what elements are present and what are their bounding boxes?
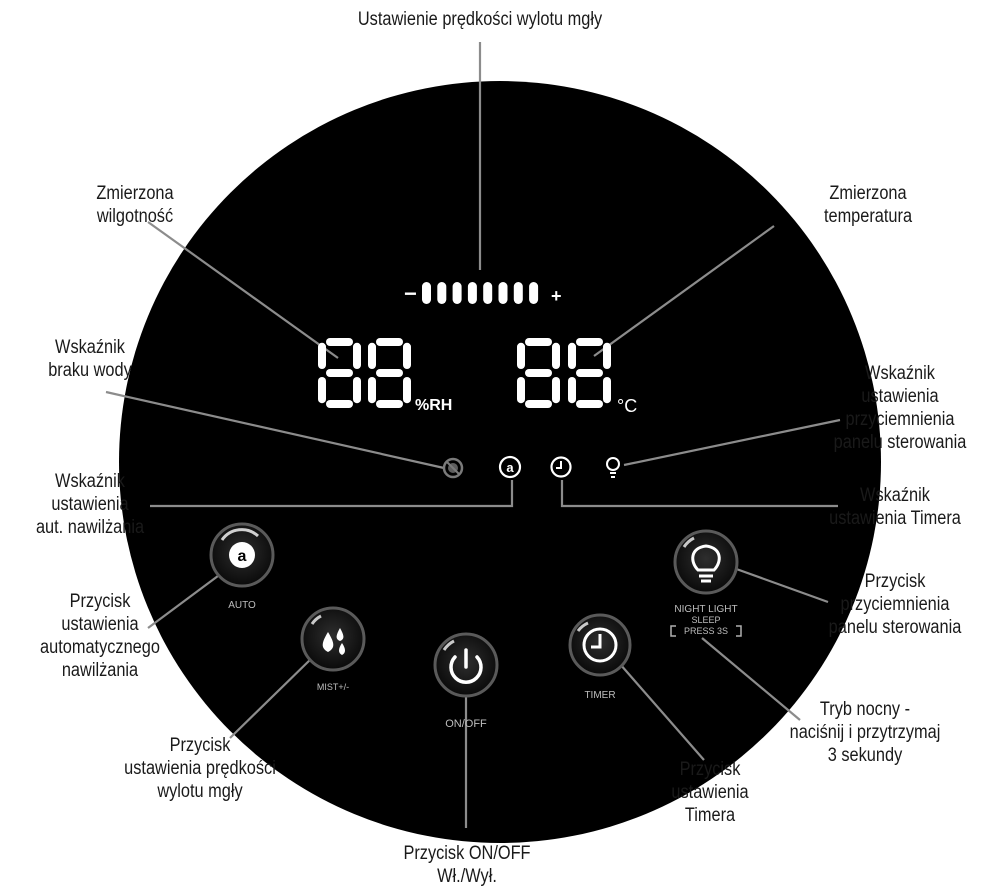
auto-a-icon: a	[238, 548, 247, 565]
timer-indicator-icon	[550, 456, 572, 478]
display-segment	[525, 369, 552, 377]
mist-level-segment	[467, 282, 477, 304]
mist-minus-sign: −	[404, 281, 417, 306]
display-segment	[576, 400, 603, 408]
mist-level-segment	[498, 282, 508, 304]
display-segment	[368, 377, 376, 404]
night-light-caption: NIGHT LIGHT	[674, 604, 738, 615]
display-segment	[552, 377, 560, 404]
display-segment	[576, 369, 603, 377]
mist-level-segment	[452, 282, 462, 304]
auto-button[interactable]: a	[209, 522, 275, 588]
display-segment	[552, 342, 560, 369]
auto-ring-accent-icon	[220, 528, 260, 541]
display-segment	[603, 377, 611, 404]
display-segment	[517, 342, 525, 369]
mist-plus-sign: +	[551, 286, 562, 306]
press-3s-caption: PRESS 3S	[683, 626, 729, 636]
water-drops-icon	[322, 628, 345, 655]
leader-no-water	[105, 390, 445, 470]
temperature-display	[517, 338, 611, 408]
dim-indicator-bulb-icon	[606, 457, 620, 478]
display-segment	[326, 338, 353, 346]
display-segment	[403, 342, 411, 369]
power-button[interactable]	[433, 632, 499, 698]
leader-night-mode	[701, 637, 801, 721]
display-segment	[403, 377, 411, 404]
leader-timer-button	[619, 663, 705, 761]
mist-level-segment	[529, 282, 539, 304]
display-segment	[368, 342, 376, 369]
clock-icon	[582, 627, 618, 663]
display-segment	[326, 369, 353, 377]
mist-button[interactable]	[300, 606, 366, 672]
leader-auto-indicator	[150, 480, 514, 508]
mist-level-segment	[437, 282, 447, 304]
leader-mist-button	[229, 655, 315, 739]
leader-temperature	[593, 225, 775, 357]
display-segment	[318, 377, 326, 404]
display-segment	[353, 342, 361, 369]
mist-level-bar: − +	[404, 281, 562, 306]
humidity-display	[318, 338, 411, 408]
leader-dim-button	[727, 564, 829, 604]
lightbulb-icon	[691, 544, 721, 583]
display-segment	[376, 369, 403, 377]
auto-indicator-icon: a	[498, 455, 522, 479]
display-segment	[525, 338, 552, 346]
display-segment	[517, 377, 525, 404]
display-segment	[525, 400, 552, 408]
auto-letter: a	[506, 460, 514, 475]
display-segment	[568, 377, 576, 404]
no-water-icon	[442, 457, 464, 479]
mist-level-segment	[422, 282, 431, 304]
display-segment	[568, 342, 576, 369]
display-segment	[376, 338, 403, 346]
display-segment	[353, 377, 361, 404]
power-button-caption: ON/OFF	[445, 718, 487, 730]
auto-button-caption: AUTO	[228, 600, 256, 611]
night-light-button[interactable]	[670, 529, 742, 637]
label-mist-speed-setting: Ustawienie prędkości wylotu mgły	[357, 9, 603, 30]
display-segment	[326, 400, 353, 408]
sleep-bracket-icon	[670, 625, 742, 637]
display-segment	[318, 342, 326, 369]
timer-button-caption: TIMER	[584, 690, 616, 701]
display-segment	[576, 338, 603, 346]
display-segment	[376, 400, 403, 408]
mist-level-segment	[513, 282, 523, 304]
mist-level-segment	[483, 282, 493, 304]
control-panel-disc	[119, 81, 881, 843]
sleep-caption: SLEEP	[691, 615, 721, 625]
power-icon	[449, 648, 483, 684]
leader-auto-button	[147, 569, 227, 629]
leader-lines	[105, 42, 841, 828]
leader-dim-indicator	[623, 418, 841, 467]
leader-timer-indicator	[560, 480, 838, 508]
display-segment	[603, 342, 611, 369]
temperature-unit: °C	[617, 396, 637, 416]
mist-button-caption: MIST+/-	[316, 682, 350, 692]
timer-button[interactable]	[568, 613, 632, 677]
humidity-unit: %RH	[415, 397, 452, 414]
mist-level-segments	[422, 282, 539, 304]
leader-humidity	[147, 221, 339, 359]
